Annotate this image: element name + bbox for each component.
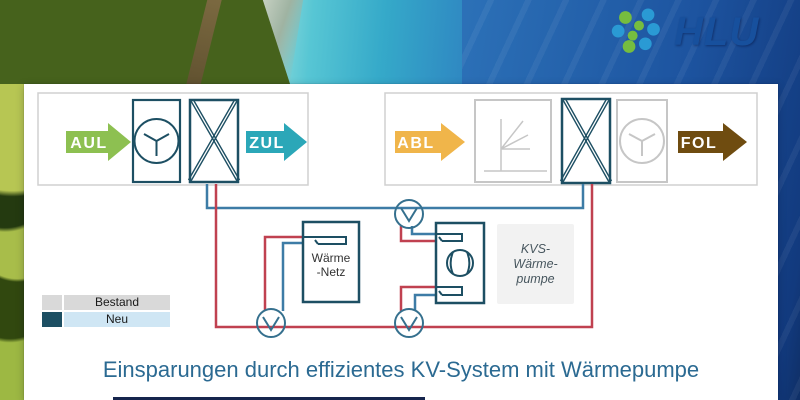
abl-arrow-label: ABL bbox=[397, 135, 434, 152]
heat-pump-box bbox=[434, 221, 486, 305]
hlu-logo-text: HLU bbox=[674, 10, 760, 54]
heat-network-coil bbox=[303, 236, 347, 245]
supply-heat-exchanger-icon bbox=[187, 98, 241, 184]
zul-arrow bbox=[246, 123, 307, 161]
aul-arrow-label: AUL bbox=[70, 135, 107, 152]
heat-pump-top-coil bbox=[436, 233, 463, 242]
piping bbox=[205, 184, 594, 329]
legend-swatch-neu bbox=[42, 312, 62, 327]
legend-row-neu: Neu bbox=[42, 312, 170, 327]
heat-network-label: Wärme -Netz bbox=[311, 251, 351, 279]
hlu-logo-icon bbox=[611, 8, 660, 53]
heat-pump-bottom-coil bbox=[436, 286, 463, 296]
cold-pipe-top-loop bbox=[205, 184, 585, 210]
extract-fan-icon bbox=[616, 99, 668, 183]
hlu-logo: HLU bbox=[610, 5, 759, 59]
warm-pipe-network bbox=[263, 235, 303, 311]
humidifier-icon bbox=[474, 99, 552, 183]
legend-swatch-bestand bbox=[42, 295, 62, 310]
legend-label-neu: Neu bbox=[64, 312, 170, 327]
forest-left-strip bbox=[0, 84, 25, 400]
legend-label-bestand: Bestand bbox=[64, 295, 170, 310]
supply-unit: AUL ZUL bbox=[37, 92, 309, 186]
heat-pump-label: KVS- Wärme- pumpe bbox=[497, 224, 574, 304]
zul-arrow-label: ZUL bbox=[249, 135, 285, 152]
forest-top bbox=[0, 0, 292, 90]
slide-caption: Einsparungen durch effizientes KV-System… bbox=[102, 357, 700, 382]
cold-pipe-hp-bottom bbox=[413, 293, 436, 311]
legend: Bestand Neu bbox=[42, 295, 170, 329]
aul-arrow bbox=[66, 123, 131, 161]
pump-top-icon bbox=[394, 199, 424, 229]
pump-heatpump-icon bbox=[394, 308, 424, 338]
fol-arrow-label: FOL bbox=[681, 135, 718, 152]
warm-pipe-hp-bottom bbox=[399, 285, 436, 311]
extract-unit: ABL FOL bbox=[384, 92, 758, 186]
pumps bbox=[256, 199, 424, 338]
warm-pipe-hp-top bbox=[399, 225, 436, 243]
pump-network-icon bbox=[256, 308, 286, 338]
warm-pipe-bottom-loop bbox=[214, 184, 594, 329]
fol-arrow bbox=[678, 123, 747, 161]
legend-row-bestand: Bestand bbox=[42, 295, 170, 310]
extract-heat-exchanger-icon bbox=[559, 97, 613, 185]
supply-fan-icon bbox=[131, 98, 182, 184]
compressor-icon bbox=[446, 249, 474, 277]
bottom-progress-bar bbox=[113, 397, 425, 400]
heat-network-box bbox=[301, 220, 361, 304]
abl-arrow bbox=[395, 123, 465, 161]
cold-pipe-network bbox=[281, 241, 303, 311]
